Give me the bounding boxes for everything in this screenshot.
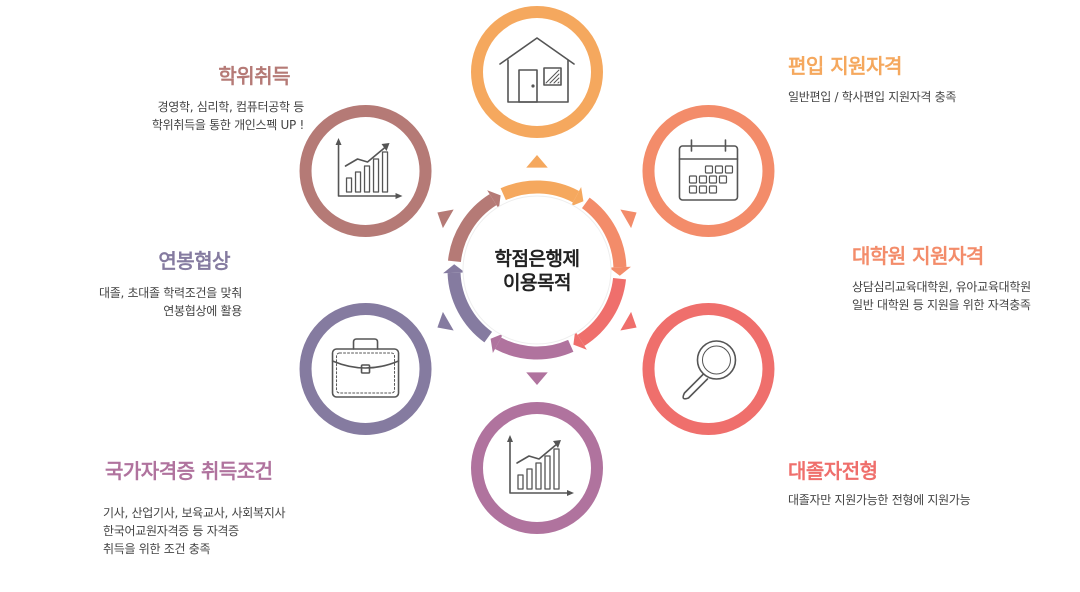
node-salary <box>299 303 432 435</box>
bar-chart-icon <box>507 435 574 496</box>
ring-arrowhead <box>443 264 466 274</box>
magnifier-icon <box>682 340 737 400</box>
ring-segment-transfer <box>500 180 580 203</box>
desc-license: 기사, 산업기사, 보육교사, 사회복지사 한국어교원자격증 등 자격증 취득을… <box>103 506 286 556</box>
ring-segment-grad-school <box>581 197 627 268</box>
ring-arrowhead <box>570 187 584 207</box>
ring-arrowhead <box>487 190 501 209</box>
title-degree: 학위취득 <box>218 64 290 88</box>
pointer-transfer <box>526 155 548 168</box>
briefcase-icon <box>331 338 400 398</box>
node-degree <box>299 105 432 237</box>
ring-arrowhead <box>608 266 631 276</box>
node-license <box>471 402 603 534</box>
pointer-license <box>526 372 548 385</box>
bar-chart-icon <box>335 138 403 199</box>
desc-grad-school: 상담심리교육대학원, 유아교육대학원 일반 대학원 등 지원을 위한 자격충족 <box>852 280 1031 312</box>
node-ring-license <box>471 402 603 534</box>
pointer-graduate-hire <box>620 311 637 331</box>
calendar-icon <box>678 139 739 201</box>
desc-salary: 대졸, 초대졸 학력조건을 맞춰 연봉협상에 활용 <box>99 286 242 318</box>
center-label-line2: 이용목적 <box>503 272 571 294</box>
pointer-triangles <box>437 155 637 385</box>
pointer-salary <box>437 311 454 331</box>
center-label-line1: 학점은행제 <box>494 248 580 270</box>
house-icon <box>499 37 575 103</box>
ring-segment-graduate-hire <box>577 277 627 346</box>
desc-graduate-hire: 대졸자만 지원가능한 전형에 지원가능 <box>788 493 971 507</box>
center-label: 학점은행제 이용목적 <box>467 247 607 295</box>
pointer-degree <box>437 209 454 229</box>
ring-arrowhead <box>490 333 504 353</box>
node-transfer <box>471 6 603 138</box>
node-ring-salary <box>299 303 432 435</box>
node-grad-school <box>642 105 775 237</box>
title-grad-school: 대학원 지원자격 <box>852 244 984 268</box>
ring-arrowhead <box>573 331 587 350</box>
node-ring-grad-school <box>642 105 775 237</box>
title-graduate-hire: 대졸자전형 <box>788 459 878 483</box>
ring-segment-salary <box>447 272 493 343</box>
title-salary: 연봉협상 <box>158 249 230 273</box>
ring-segment-license <box>494 337 574 360</box>
pointer-grad-school <box>620 209 637 229</box>
node-graduate-hire <box>642 303 775 435</box>
center-disc <box>462 195 612 345</box>
title-transfer: 편입 지원자격 <box>788 54 902 78</box>
desc-transfer: 일반편입 / 학사편입 지원자격 충족 <box>788 90 957 104</box>
purpose-nodes <box>299 6 775 534</box>
node-ring-degree <box>299 105 432 237</box>
desc-degree: 경영학, 심리학, 컴퓨터공학 등 학위취득을 통한 개인스펙 UP ! <box>151 100 304 132</box>
title-license: 국가자격증 취득조건 <box>105 459 273 483</box>
center-ring <box>443 180 631 360</box>
ring-segment-degree <box>447 194 497 263</box>
node-ring-graduate-hire <box>642 303 775 435</box>
